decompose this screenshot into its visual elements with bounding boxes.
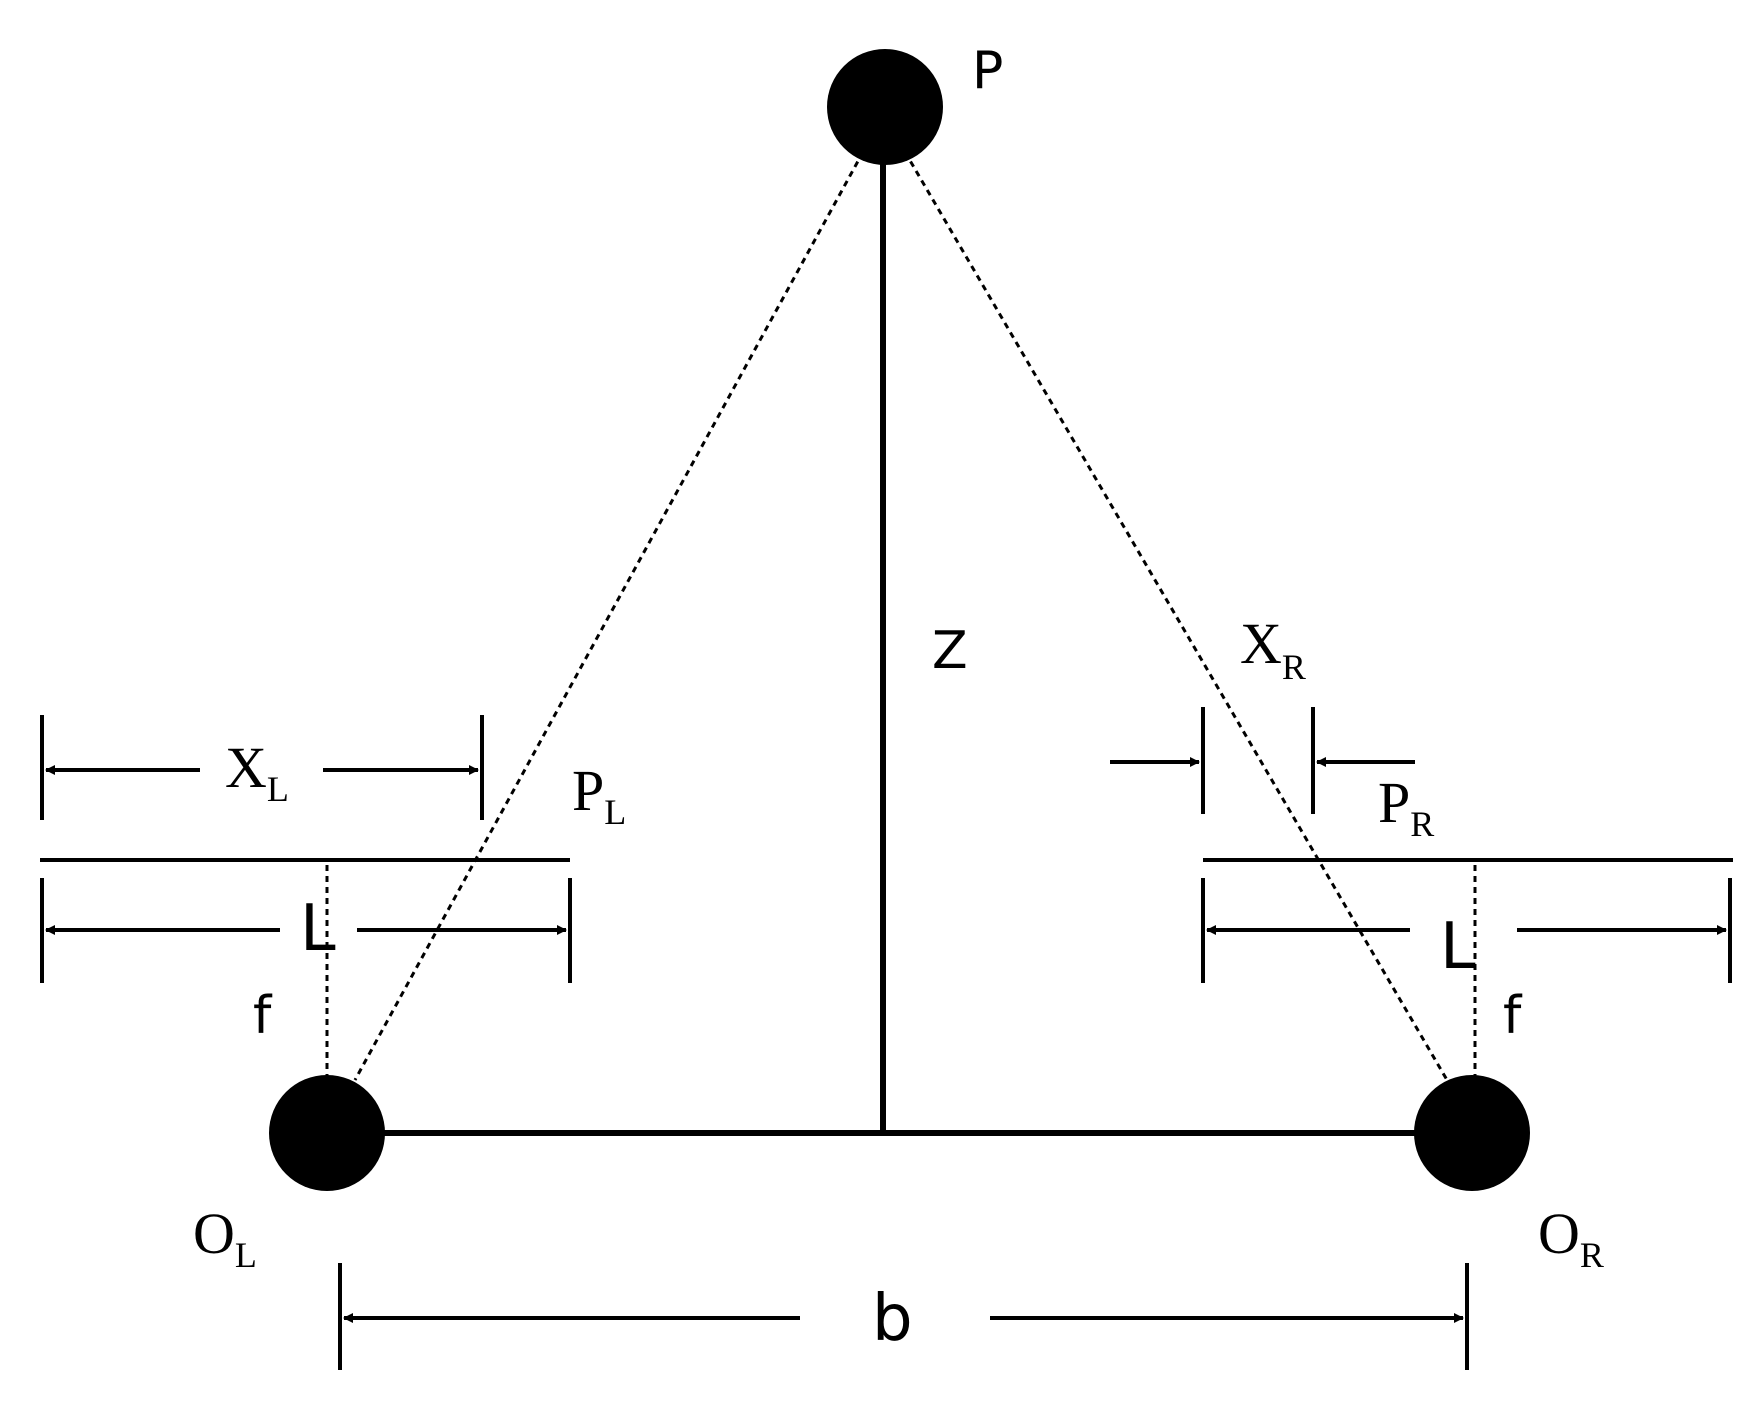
xl-label: XL xyxy=(225,735,289,809)
depth-label: Z xyxy=(932,621,968,681)
pl-label-main: P xyxy=(572,758,604,823)
or-label-main: O xyxy=(1538,1201,1580,1266)
pr-label: PR xyxy=(1378,770,1434,844)
ol-label-main: O xyxy=(193,1201,235,1266)
baseline-label: b xyxy=(872,1282,913,1356)
xr-label-main: X xyxy=(1240,611,1282,676)
right-focal-label: f xyxy=(1503,986,1523,1046)
right-camera-center-marker xyxy=(1414,1075,1530,1191)
scene-point-marker xyxy=(827,49,943,165)
or-label-sub: R xyxy=(1580,1235,1604,1275)
pr-label-sub: R xyxy=(1410,804,1434,844)
pr-label-main: P xyxy=(1378,770,1410,835)
left-sensor-width-label: L xyxy=(300,892,336,966)
left-camera-center-marker xyxy=(269,1075,385,1191)
xr-label: XR xyxy=(1240,611,1306,687)
right-sensor-width-label: L xyxy=(1440,910,1476,984)
or-label: OR xyxy=(1538,1201,1604,1275)
pl-label: PL xyxy=(572,758,626,832)
xl-label-sub: L xyxy=(267,769,289,809)
xl-label-main: X xyxy=(225,735,267,800)
pl-label-sub: L xyxy=(604,792,626,832)
left-focal-label: f xyxy=(253,986,273,1046)
left-projection-ray xyxy=(353,151,865,1081)
ol-label-sub: L xyxy=(235,1235,257,1275)
right-projection-ray xyxy=(903,151,1449,1081)
ol-label: OL xyxy=(193,1201,257,1275)
point-label: P xyxy=(972,41,1003,101)
xr-label-sub: R xyxy=(1282,647,1306,687)
